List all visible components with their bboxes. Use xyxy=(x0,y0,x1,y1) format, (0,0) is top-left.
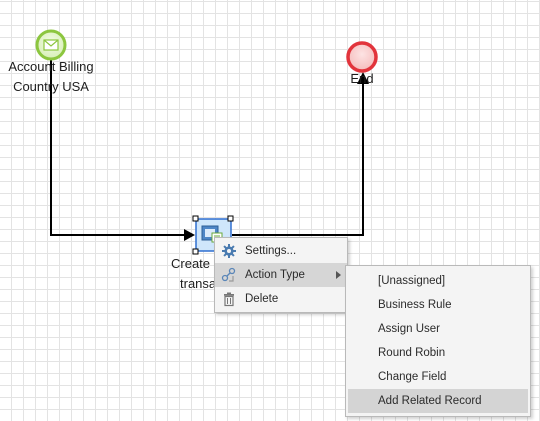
gear-icon xyxy=(222,244,236,258)
submenu-item-assign-user[interactable]: Assign User xyxy=(378,323,440,335)
start-event[interactable] xyxy=(35,29,67,61)
context-menu: Settings... Action Type Delete xyxy=(214,237,348,313)
menu-item-delete[interactable]: Delete xyxy=(215,287,347,311)
start-event-label: Account Billing Country USA xyxy=(0,57,102,97)
submenu-item-change-field[interactable]: Change Field xyxy=(378,371,447,383)
menu-item-settings[interactable]: Settings... xyxy=(215,239,347,263)
submenu-item-round-robin[interactable]: Round Robin xyxy=(378,347,446,359)
submenu-item-add-related-record[interactable]: Add Related Record xyxy=(348,389,528,413)
resize-handle-bottom-left[interactable] xyxy=(192,248,199,255)
envelope-icon xyxy=(43,39,59,51)
start-event-label-line1: Account Billing xyxy=(8,59,94,74)
connector-task-to-end[interactable] xyxy=(232,78,364,236)
submenu-item-unassigned[interactable]: [Unassigned] xyxy=(378,275,446,287)
submenu-arrow-icon xyxy=(336,271,341,279)
menu-item-delete-label: Delete xyxy=(245,293,279,305)
start-event-label-line2: Country USA xyxy=(13,79,89,94)
action-type-icon xyxy=(221,267,236,282)
menu-item-settings-label: Settings... xyxy=(245,245,297,257)
end-event-label: End xyxy=(350,71,374,86)
submenu-item-business-rule[interactable]: Business Rule xyxy=(378,299,452,311)
resize-handle-top-right[interactable] xyxy=(227,215,234,222)
menu-item-action-type-label: Action Type xyxy=(245,269,305,281)
action-type-submenu: [Unassigned] Business Rule Assign User R… xyxy=(345,265,531,417)
task-node-label: Create transa xyxy=(160,254,260,294)
connector-arrowhead-end xyxy=(357,72,369,84)
end-event[interactable] xyxy=(346,41,378,73)
trash-icon xyxy=(224,292,234,307)
task-node-label-line2: transa xyxy=(180,276,217,291)
menu-item-action-type[interactable]: Action Type xyxy=(215,263,347,287)
task-node-label-line1: Create xyxy=(171,256,211,271)
resize-handle-top-left[interactable] xyxy=(192,215,199,222)
connector-arrowhead-task xyxy=(184,229,195,241)
connector-start-to-task[interactable] xyxy=(50,58,190,236)
